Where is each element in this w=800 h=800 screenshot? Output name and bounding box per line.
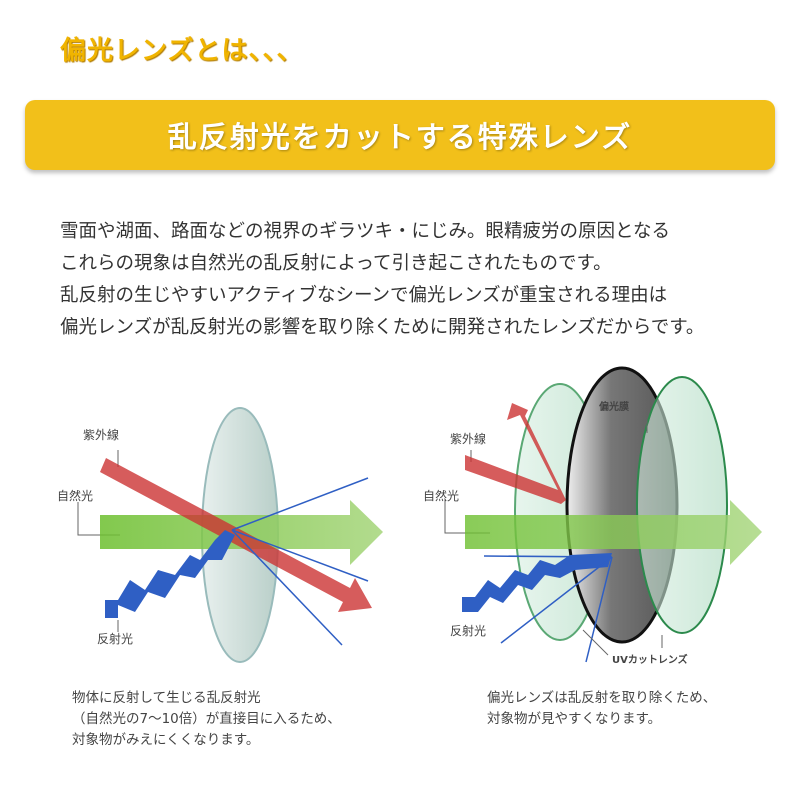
left-caption: 物体に反射して生じる乱反射光 （自然光の7～10倍）が直接目に入るため、 対象物… <box>72 688 341 751</box>
reflected-light-label: 反射光 <box>450 624 487 638</box>
description-line: 偏光レンズが乱反射光の影響を取り除くために開発されたレンズだからです。 <box>60 317 705 338</box>
left-diagram <box>77 407 383 663</box>
caption-line: 対象物がみえにくくなります。 <box>72 732 260 748</box>
headline-banner: 乱反射光をカットする特殊レンズ <box>25 100 775 170</box>
reflected-light-arrow <box>105 530 235 618</box>
banner-text: 乱反射光をカットする特殊レンズ <box>167 120 633 154</box>
natural-light-arrow <box>465 500 762 565</box>
description: 雪面や湖面、路面などの視界のギラツキ・にじみ。眼精疲労の原因となる これらの現象… <box>60 216 704 344</box>
right-diagram <box>444 366 762 663</box>
leader-line <box>582 629 609 656</box>
natural-light-label: 自然光 <box>57 489 94 503</box>
reflected-light-label: 反射光 <box>97 632 134 646</box>
uv-label: 紫外線 <box>83 428 120 442</box>
description-line: 雪面や湖面、路面などの視界のギラツキ・にじみ。眼精疲労の原因となる <box>60 221 670 242</box>
caption-line: 物体に反射して生じる乱反射光 <box>72 690 261 706</box>
caption-line: 対象物が見やすくなります。 <box>487 711 662 727</box>
blocked-rays <box>483 555 613 663</box>
uv-label: 紫外線 <box>450 432 487 446</box>
caption-line: （自然光の7～10倍）が直接目に入るため、 <box>72 711 341 727</box>
natural-light-label: 自然光 <box>423 489 460 503</box>
page-title: 偏光レンズとは、、、 <box>60 36 304 66</box>
caption-line: 偏光レンズは乱反射を取り除くため、 <box>487 690 717 706</box>
uv-reflected-arrow <box>465 403 566 504</box>
uv-cut-lens-label: UVカットレンズ <box>612 655 688 666</box>
polarizing-film-label: 偏光膜 <box>599 402 629 413</box>
description-line: これらの現象は自然光の乱反射によって引き起こされたものです。 <box>60 253 612 274</box>
reflected-light-arrow <box>462 553 612 612</box>
uv-cut-lens-back <box>636 376 728 634</box>
scattered-rays <box>231 477 369 646</box>
description-line: 乱反射の生じやすいアクティブなシーンで偏光レンズが重宝される理由は <box>60 285 668 306</box>
right-caption: 偏光レンズは乱反射を取り除くため、 対象物が見やすくなります。 <box>487 688 716 730</box>
